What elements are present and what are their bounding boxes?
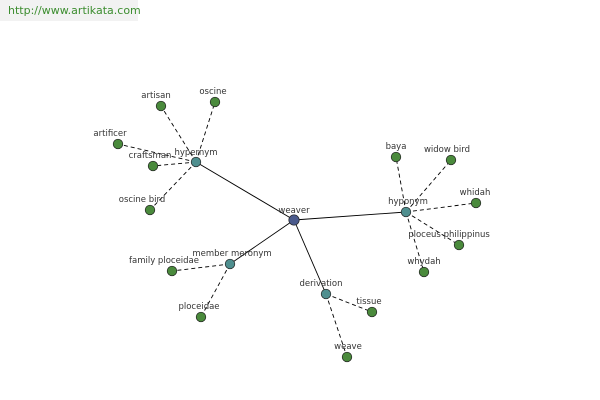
edge-weaver-member-meronym — [229, 219, 295, 265]
leaf-node-baya[interactable]: baya — [386, 142, 407, 163]
relation-node-hyponym[interactable]: hyponym — [388, 197, 428, 218]
node-marker[interactable] — [445, 154, 457, 166]
node-marker[interactable] — [155, 100, 167, 112]
edge-weaver-derivation — [293, 219, 327, 295]
node-marker[interactable] — [195, 311, 207, 323]
node-marker[interactable] — [166, 265, 178, 277]
graph-edges — [117, 101, 477, 358]
relation-node-hypernym[interactable]: hypernym — [174, 148, 218, 168]
node-label: baya — [386, 142, 407, 152]
node-label: whidah — [460, 188, 491, 198]
node-marker[interactable] — [224, 258, 236, 270]
edge-derivation-tissue — [325, 293, 373, 313]
leaf-node-artificer[interactable]: artificer — [93, 129, 127, 150]
edge-hyponym-widow-bird — [405, 159, 452, 213]
leaf-node-oscine-bird[interactable]: oscine bird — [119, 195, 165, 216]
node-marker[interactable] — [288, 214, 300, 226]
leaf-node-whidah[interactable]: whidah — [460, 188, 491, 209]
node-label: weaver — [278, 206, 310, 216]
node-marker[interactable] — [341, 351, 353, 363]
node-marker[interactable] — [209, 96, 221, 108]
node-label: hyponym — [388, 197, 428, 207]
edge-hyponym-ploceus-philippinus — [405, 211, 460, 246]
node-marker[interactable] — [366, 306, 378, 318]
node-label: artificer — [93, 129, 127, 139]
node-marker[interactable] — [147, 160, 159, 172]
node-label: hypernym — [174, 148, 217, 158]
leaf-node-ploceidae[interactable]: ploceidae — [178, 302, 220, 323]
leaf-node-tissue[interactable]: tissue — [356, 297, 382, 318]
node-label: ploceidae — [178, 302, 219, 312]
leaf-node-widow-bird[interactable]: widow bird — [424, 145, 470, 166]
edge-hypernym-oscine — [195, 101, 216, 163]
edge-hypernym-artificer — [117, 143, 197, 163]
node-label: widow bird — [424, 145, 470, 155]
node-marker[interactable] — [453, 239, 465, 251]
edge-weaver-hyponym — [293, 211, 407, 221]
url-banner: http://www.artikata.com — [0, 0, 141, 21]
node-label: derivation — [299, 279, 342, 289]
edge-hyponym-whidah — [405, 202, 477, 213]
node-label: oscine — [199, 87, 226, 97]
node-label: weave — [334, 342, 362, 352]
graph-nodes: artisan oscine artificer craftsman oscine bi… — [93, 87, 491, 363]
node-marker[interactable] — [190, 156, 202, 168]
leaf-node-artisan[interactable]: artisan — [141, 91, 171, 112]
node-label: artisan — [141, 91, 170, 101]
leaf-node-oscine[interactable]: oscine — [199, 87, 227, 108]
edge-hyponym-baya — [395, 156, 407, 213]
relation-node-derivation[interactable]: derivation — [299, 279, 343, 300]
node-label: member meronym — [192, 249, 271, 259]
url-link[interactable]: http://www.artikata.com — [8, 4, 141, 17]
node-label: ploceus philippinus — [408, 230, 490, 240]
node-label: tissue — [356, 297, 381, 307]
leaf-node-craftsman[interactable]: craftsman — [129, 151, 172, 172]
relation-node-member-meronym[interactable]: member meronym — [192, 249, 272, 270]
leaf-node-weave[interactable]: weave — [334, 342, 362, 363]
edge-hyponym-whydah — [405, 211, 425, 273]
node-marker[interactable] — [320, 288, 332, 300]
node-label: oscine bird — [119, 195, 165, 205]
edge-hypernym-craftsman — [152, 161, 197, 167]
leaf-node-ploceus-philippinus[interactable]: ploceus philippinus — [408, 230, 490, 251]
node-label: craftsman — [129, 151, 172, 161]
leaf-node-family-ploceidae[interactable]: family ploceidae — [129, 256, 199, 277]
node-label: whydah — [407, 257, 440, 267]
leaf-node-whydah[interactable]: whydah — [407, 257, 441, 278]
edge-member-meronym-ploceidae — [200, 263, 231, 318]
node-marker[interactable] — [112, 138, 124, 150]
node-marker[interactable] — [400, 206, 412, 218]
node-marker[interactable] — [390, 151, 402, 163]
edge-weaver-hypernym — [195, 161, 295, 221]
center-node-weaver[interactable]: weaver — [278, 206, 310, 226]
edge-member-meronym-family-ploceidae — [171, 263, 231, 272]
node-marker[interactable] — [418, 266, 430, 278]
node-marker[interactable] — [470, 197, 482, 209]
node-label: family ploceidae — [129, 256, 199, 266]
node-marker[interactable] — [144, 204, 156, 216]
